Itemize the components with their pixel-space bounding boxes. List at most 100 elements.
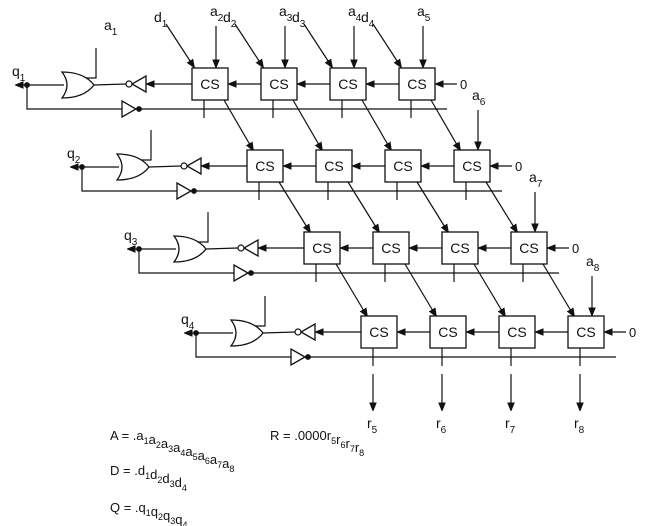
- equation-a-term: a: [149, 432, 157, 447]
- r-output-label-subscript: 6: [441, 425, 447, 436]
- equation-q-subscript: 4: [183, 520, 188, 526]
- equation-d: D = .d1d2d3d4: [110, 463, 187, 493]
- inverter-gate: [130, 74, 147, 94]
- d-input-label: d3: [292, 9, 306, 30]
- a-input-label-subscript: 5: [425, 13, 431, 24]
- cs-cell: [360, 315, 398, 349]
- equation-a-subscript: 4: [180, 448, 185, 458]
- d-input-arrow: [372, 23, 401, 67]
- zero-input-label: 0: [515, 159, 522, 174]
- a-input-label-base: a: [348, 3, 356, 19]
- q-output-label-subscript: 1: [20, 73, 26, 84]
- zero-input-label: 0: [572, 241, 579, 256]
- cs-cell: [303, 231, 341, 265]
- equation-a-subscript: 1: [144, 436, 149, 446]
- d-input-label: d2: [223, 9, 237, 30]
- equation-a-subscript: 5: [193, 452, 198, 462]
- equation-q-term: q: [139, 500, 146, 515]
- remainder-diagonal-arrow: [223, 99, 253, 150]
- or-gate: [172, 235, 207, 263]
- d-input-label-subscript: 4: [369, 19, 375, 30]
- q-output-label-base: q: [12, 63, 20, 79]
- equation-q-subscript: 2: [158, 512, 163, 522]
- equation-q-subscript: 3: [170, 516, 175, 526]
- cs-cell-label: CS: [312, 240, 331, 256]
- zero-input-label: 0: [460, 77, 467, 92]
- a-input-label: a5: [417, 3, 431, 24]
- remainder-diagonal-arrow: [347, 181, 379, 232]
- a-input-label-base: a: [210, 3, 218, 19]
- equation-a-term: a: [185, 444, 193, 459]
- cs-cell: [372, 231, 410, 265]
- a-input-label-subscript: 8: [594, 263, 600, 274]
- equation-d-term: d: [175, 475, 182, 490]
- a-input-label-base: a: [529, 169, 537, 185]
- q-feedback-wire: [81, 167, 95, 192]
- buffer-gate: [176, 181, 193, 201]
- equation-d-subscript: 1: [145, 471, 150, 481]
- cs-cell-label: CS: [450, 240, 469, 256]
- a-input-label-base: a: [279, 3, 287, 19]
- equation-r-subscript: 5: [331, 436, 336, 446]
- inverter-bubble: [237, 244, 245, 252]
- q-output-label: q4: [181, 311, 195, 332]
- equation-a: A = .a1a2a3a4a5a6a7a8: [110, 428, 234, 474]
- remainder-diagonal-arrow: [485, 181, 517, 232]
- equation-r-subscript: 6: [340, 440, 345, 450]
- inverter-bubble: [180, 162, 188, 170]
- r-output-label: r7: [505, 415, 516, 436]
- cs-cell: [498, 315, 536, 349]
- cs-cell-label: CS: [438, 324, 457, 340]
- cs-cell: [567, 315, 605, 349]
- a-input-label-subscript: 1: [112, 27, 118, 38]
- q-output-label: q1: [12, 63, 26, 84]
- cs-cell: [398, 67, 436, 101]
- r-output-label-subscript: 8: [579, 425, 585, 436]
- q-output-label-base: q: [181, 311, 189, 327]
- cs-cell-label: CS: [255, 158, 274, 174]
- cs-cell-label: CS: [369, 324, 388, 340]
- r-output-label: r6: [436, 415, 447, 436]
- d-input-label-base: d: [154, 9, 162, 25]
- d-input-arrow: [165, 23, 194, 67]
- cs-cell-label: CS: [393, 158, 412, 174]
- a-input-label-subscript: 6: [480, 97, 486, 108]
- or-input-wire: [201, 247, 239, 250]
- d-input-label: d4: [361, 9, 375, 30]
- remainder-diagonal-arrow: [473, 263, 505, 316]
- remainder-diagonal-arrow: [542, 263, 574, 316]
- or-input-wire: [258, 331, 296, 334]
- equation-q-lhs: Q = .: [110, 500, 139, 515]
- junction-dot: [191, 188, 197, 194]
- inverter-bubble: [125, 80, 133, 88]
- equation-r-term: r: [336, 432, 341, 447]
- junction-dot: [248, 270, 254, 276]
- cs-cell: [191, 67, 229, 101]
- d-input-label-base: d: [361, 9, 369, 25]
- d-input-arrow: [303, 23, 332, 67]
- equation-a-term: a: [210, 452, 218, 467]
- r-output-label: r5: [367, 415, 378, 436]
- equation-r: R = .0000r5r6r7r8: [270, 428, 364, 458]
- junction-dot: [193, 330, 199, 336]
- q-output-label-subscript: 3: [132, 237, 138, 248]
- cs-cell-label: CS: [407, 76, 426, 92]
- remainder-diagonal-arrow: [404, 263, 436, 316]
- d-input-arrow: [234, 23, 263, 67]
- equation-r-subscript: 8: [359, 448, 364, 458]
- equation-q-term: q: [175, 512, 182, 526]
- equation-r-term: r: [327, 428, 332, 443]
- cs-cell: [441, 231, 479, 265]
- q-feedback-wire: [195, 333, 209, 358]
- buffer-gate: [290, 347, 307, 367]
- equation-q: Q = .q1q2q3q4: [110, 500, 188, 526]
- equation-q-subscript: 1: [146, 508, 151, 518]
- inverter-gate: [299, 322, 316, 342]
- a-input-label-base: a: [586, 253, 594, 269]
- r-output-label: r8: [574, 415, 585, 436]
- equation-d-subscript: 2: [157, 475, 162, 485]
- cs-cell: [315, 149, 353, 183]
- equation-a-lhs: A = .: [110, 428, 136, 443]
- or-gate: [229, 319, 264, 347]
